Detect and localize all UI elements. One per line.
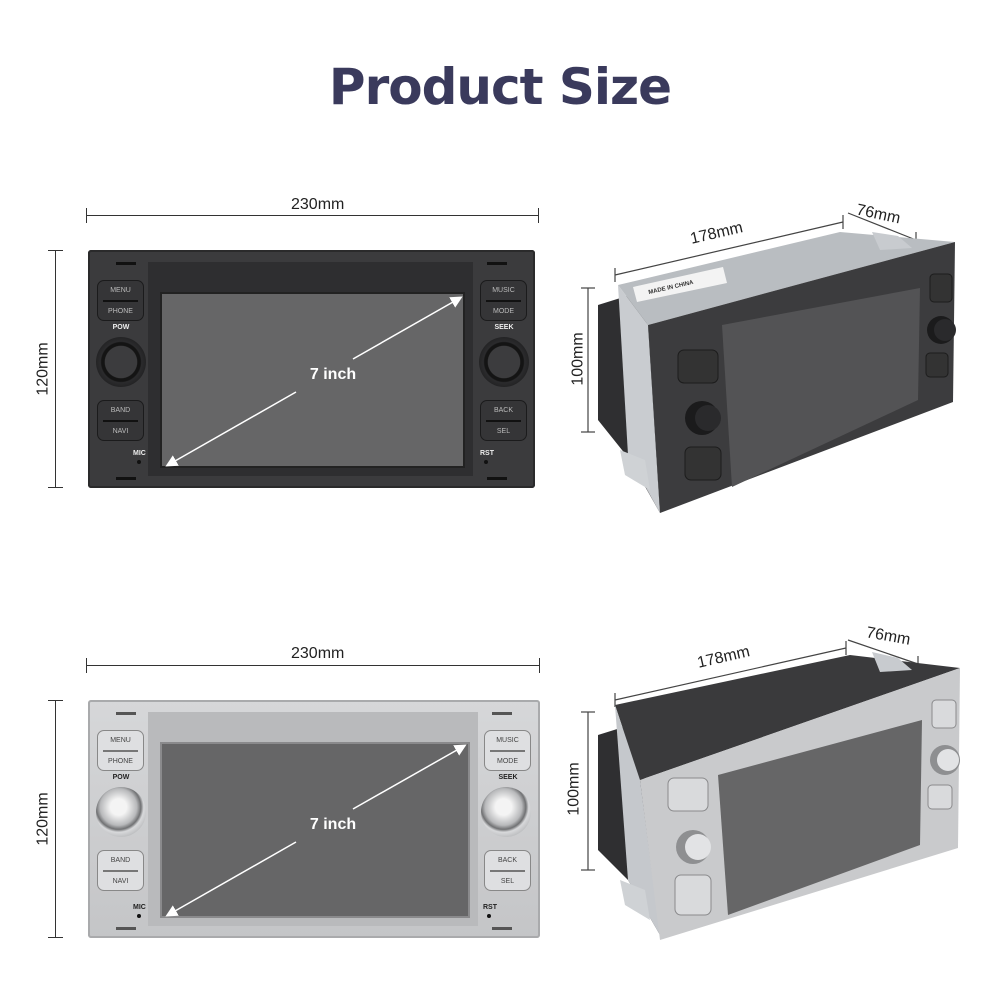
slot <box>487 262 507 265</box>
band-navi-button[interactable]: BAND NAVI <box>97 400 144 441</box>
rst-label: RST <box>483 904 497 911</box>
screen-size-label: 7 inch <box>309 366 357 383</box>
seek-label: SEEK <box>498 774 518 781</box>
band-label: BAND <box>110 857 131 864</box>
power-volume-knob[interactable] <box>96 337 146 387</box>
navi-label: NAVI <box>112 428 129 435</box>
music-label: MUSIC <box>496 737 519 744</box>
seek-knob[interactable] <box>479 337 529 387</box>
height-dimension-line <box>48 700 63 938</box>
seek-knob[interactable] <box>481 787 531 837</box>
sel-label: SEL <box>496 428 511 435</box>
width-dimension-line <box>86 208 539 223</box>
mic-label: MIC <box>133 904 146 911</box>
width-label: 230mm <box>291 196 345 213</box>
pow-label: POW <box>112 774 130 781</box>
music-mode-button[interactable]: MUSIC MODE <box>480 280 527 321</box>
page-title: Product Size <box>328 58 672 116</box>
menu-label: MENU <box>110 287 131 294</box>
navi-label: NAVI <box>112 878 129 885</box>
back-label: BACK <box>493 407 514 414</box>
power-volume-knob[interactable] <box>96 787 146 837</box>
seek-label: SEEK <box>494 324 514 331</box>
back-sel-button[interactable]: BACK SEL <box>484 850 531 891</box>
reset-hole <box>487 914 491 918</box>
diagonal-arrow <box>165 296 463 467</box>
rst-label: RST <box>480 450 494 457</box>
slot <box>492 927 512 930</box>
band-navi-button[interactable]: BAND NAVI <box>97 850 144 891</box>
phone-label: PHONE <box>108 308 133 315</box>
mic-label: MIC <box>133 450 146 457</box>
width-label: 230mm <box>291 645 345 662</box>
height-dimension-line <box>48 250 63 488</box>
slot <box>492 712 512 715</box>
screen-size-label: 7 inch <box>309 816 357 833</box>
music-label: MUSIC <box>492 287 515 294</box>
pow-label: POW <box>112 324 130 331</box>
mode-label: MODE <box>497 758 518 765</box>
slot <box>487 477 507 480</box>
screen <box>160 292 465 468</box>
music-mode-button[interactable]: MUSIC MODE <box>484 730 531 771</box>
mic-hole <box>137 460 141 464</box>
menu-phone-button[interactable]: MENU PHONE <box>97 280 144 321</box>
dimension-lines <box>581 639 919 871</box>
width-dimension-line <box>86 658 540 673</box>
slot <box>116 927 136 930</box>
slot <box>116 477 136 480</box>
diagonal-arrow <box>165 744 467 917</box>
back-sel-button[interactable]: BACK SEL <box>480 400 527 441</box>
band-label: BAND <box>110 407 131 414</box>
menu-phone-button[interactable]: MENU PHONE <box>97 730 144 771</box>
phone-label: PHONE <box>108 758 133 765</box>
side-height-label: 100mm <box>565 762 583 816</box>
slot <box>116 262 136 265</box>
dimension-lines <box>581 212 917 433</box>
back-label: BACK <box>497 857 518 864</box>
sel-label: SEL <box>500 878 515 885</box>
slot <box>116 712 136 715</box>
mic-hole <box>137 914 141 918</box>
mode-label: MODE <box>493 308 514 315</box>
reset-hole <box>484 460 488 464</box>
menu-label: MENU <box>110 737 131 744</box>
